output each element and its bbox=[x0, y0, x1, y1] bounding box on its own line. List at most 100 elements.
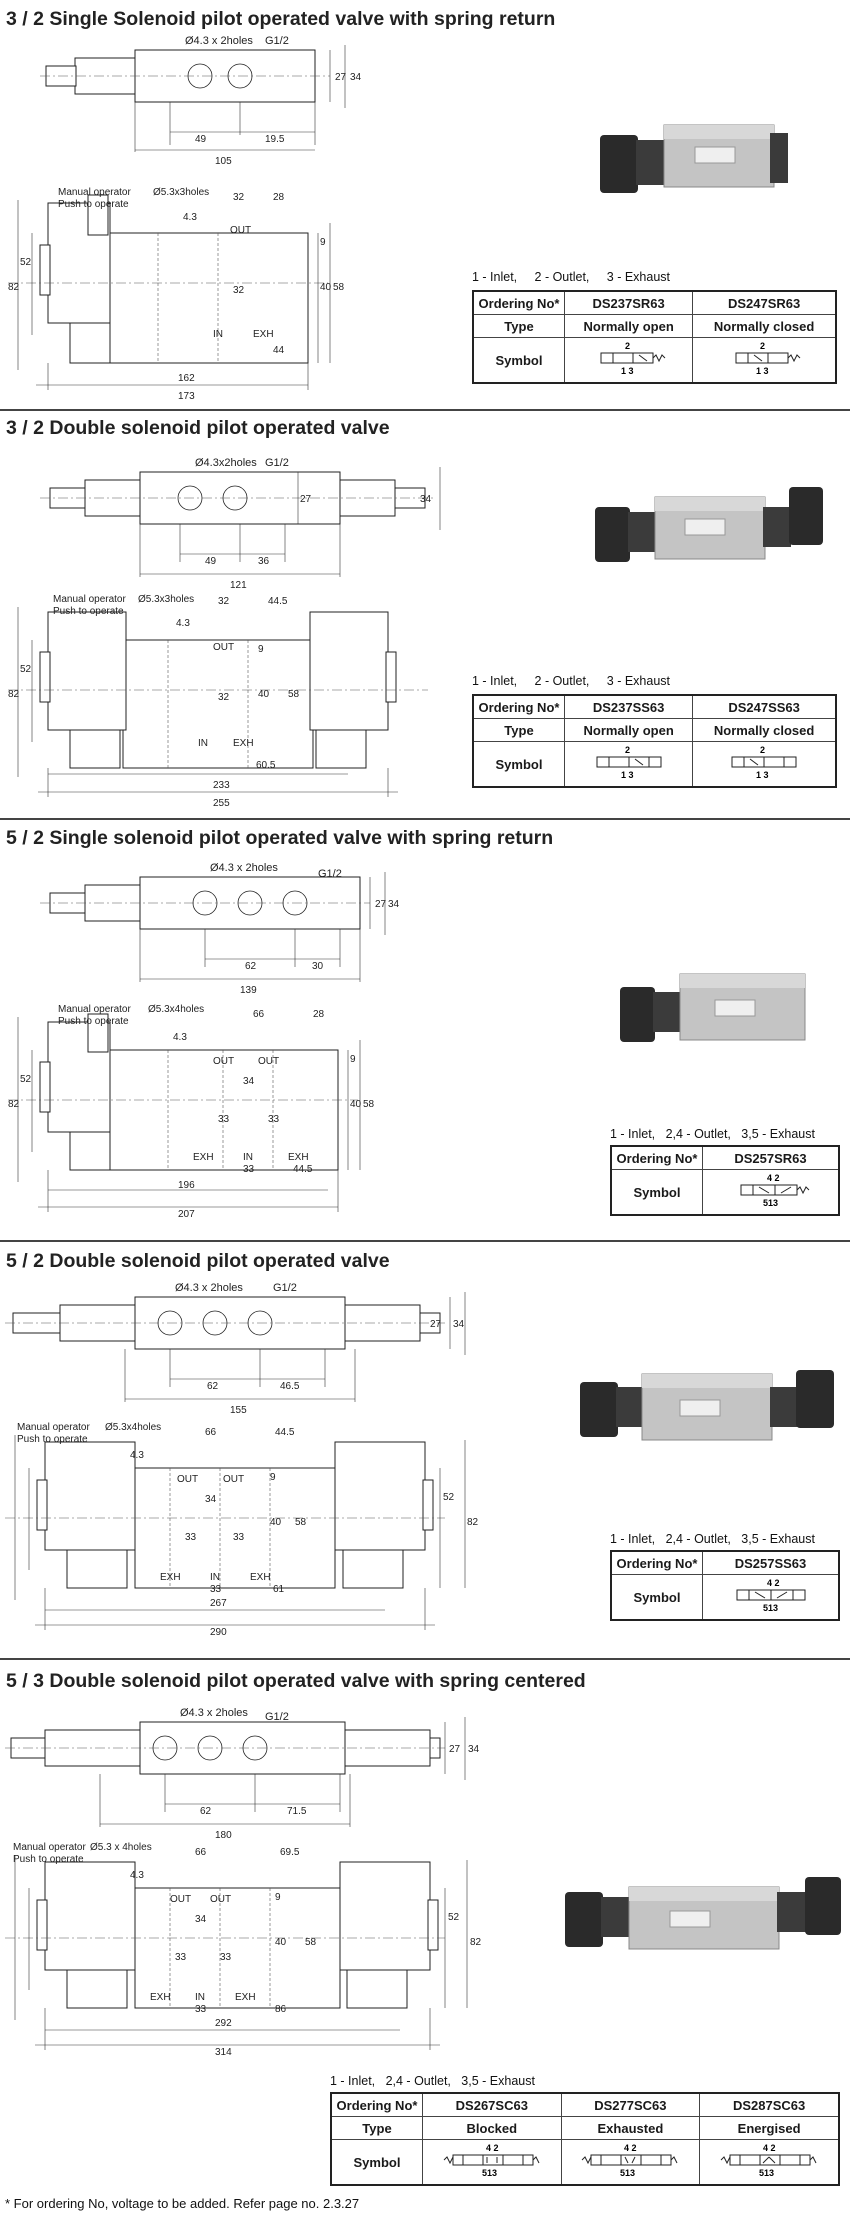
svg-text:513: 513 bbox=[763, 1603, 778, 1613]
svg-text:58: 58 bbox=[333, 282, 345, 293]
svg-text:52: 52 bbox=[20, 257, 32, 268]
svg-text:OUT: OUT bbox=[210, 1894, 231, 1905]
svg-text:33: 33 bbox=[243, 1164, 255, 1175]
svg-text:9: 9 bbox=[320, 237, 326, 248]
svg-text:82: 82 bbox=[467, 1517, 479, 1528]
svg-text:Ø5.3x3holes: Ø5.3x3holes bbox=[138, 594, 194, 605]
svg-text:Ø5.3 x 4holes: Ø5.3 x 4holes bbox=[90, 1842, 152, 1853]
svg-text:4.3: 4.3 bbox=[183, 212, 197, 223]
svg-text:513: 513 bbox=[763, 1198, 778, 1208]
svg-text:1 3: 1 3 bbox=[756, 366, 769, 376]
svg-text:196: 196 bbox=[178, 1180, 195, 1191]
svg-text:IN: IN bbox=[213, 329, 223, 340]
svg-text:58: 58 bbox=[363, 1099, 375, 1110]
svg-text:4.3: 4.3 bbox=[176, 618, 190, 629]
svg-text:40: 40 bbox=[350, 1099, 362, 1110]
svg-text:255: 255 bbox=[213, 798, 230, 809]
svg-text:OUT: OUT bbox=[223, 1474, 244, 1485]
svg-text:162: 162 bbox=[178, 373, 195, 384]
svg-text:EXH: EXH bbox=[150, 1992, 171, 2003]
svg-text:IN: IN bbox=[198, 738, 208, 749]
svg-text:Push to operate: Push to operate bbox=[58, 199, 129, 210]
svg-text:34: 34 bbox=[420, 494, 432, 505]
valve-symbol: 2 1 3 bbox=[692, 741, 837, 788]
svg-text:34: 34 bbox=[453, 1319, 465, 1330]
svg-text:1 3: 1 3 bbox=[621, 366, 634, 376]
svg-text:66: 66 bbox=[253, 1009, 265, 1020]
svg-text:44.5: 44.5 bbox=[268, 596, 288, 607]
svg-text:OUT: OUT bbox=[213, 642, 234, 653]
svg-text:G1/2: G1/2 bbox=[273, 1282, 297, 1294]
svg-text:180: 180 bbox=[215, 1830, 232, 1841]
svg-text:40: 40 bbox=[270, 1517, 282, 1528]
svg-text:52: 52 bbox=[448, 1912, 460, 1923]
svg-text:G1/2: G1/2 bbox=[265, 457, 289, 469]
svg-text:Push to operate: Push to operate bbox=[53, 606, 124, 617]
svg-text:52: 52 bbox=[20, 1074, 32, 1085]
svg-text:69.5: 69.5 bbox=[280, 1847, 300, 1858]
svg-text:Ø4.3 x 2holes: Ø4.3 x 2holes bbox=[175, 1282, 243, 1294]
svg-text:4.3: 4.3 bbox=[173, 1032, 187, 1043]
valve-symbol: 4 2 513 bbox=[702, 1574, 840, 1621]
svg-text:Ø5.3x4holes: Ø5.3x4holes bbox=[105, 1422, 161, 1433]
valve-symbol: 4 2 513 bbox=[699, 2139, 840, 2186]
svg-text:32: 32 bbox=[218, 596, 230, 607]
svg-text:121: 121 bbox=[230, 580, 247, 591]
svg-text:33: 33 bbox=[210, 1584, 222, 1595]
svg-text:139: 139 bbox=[240, 985, 257, 996]
svg-text:9: 9 bbox=[258, 644, 264, 655]
valve-photo bbox=[595, 487, 823, 562]
svg-text:28: 28 bbox=[313, 1009, 325, 1020]
valve-symbol: 2 1 3 bbox=[563, 337, 694, 384]
svg-text:82: 82 bbox=[8, 282, 20, 293]
svg-text:4 2: 4 2 bbox=[486, 2143, 499, 2153]
svg-text:EXH: EXH bbox=[253, 329, 274, 340]
svg-text:62: 62 bbox=[245, 961, 257, 972]
svg-text:27: 27 bbox=[300, 494, 312, 505]
svg-text:292: 292 bbox=[215, 2018, 232, 2029]
valve-photo bbox=[620, 973, 806, 1042]
section-divider bbox=[0, 409, 850, 411]
ordering-table: Ordering No* DS267SC63 DS277SC63 DS287SC… bbox=[330, 2092, 840, 2186]
svg-text:82: 82 bbox=[470, 1937, 482, 1948]
valve-symbol: 4 2 513 bbox=[560, 2139, 701, 2186]
svg-text:40: 40 bbox=[320, 282, 332, 293]
svg-text:33: 33 bbox=[268, 1114, 280, 1125]
svg-text:44: 44 bbox=[273, 345, 285, 356]
svg-text:27: 27 bbox=[449, 1744, 461, 1755]
svg-text:33: 33 bbox=[185, 1532, 197, 1543]
svg-text:33: 33 bbox=[218, 1114, 230, 1125]
svg-text:EXH: EXH bbox=[250, 1572, 271, 1583]
svg-text:Manual operator: Manual operator bbox=[13, 1842, 86, 1853]
svg-text:Manual operator: Manual operator bbox=[17, 1422, 90, 1433]
section-divider bbox=[0, 1658, 850, 1660]
svg-text:4 2: 4 2 bbox=[767, 1578, 780, 1588]
svg-text:9: 9 bbox=[275, 1892, 281, 1903]
section-title: 3 / 2 Single Solenoid pilot operated val… bbox=[6, 8, 556, 30]
section-3-2-double-solenoid: 3 / 2 Double solenoid pilot operated val… bbox=[0, 412, 850, 822]
svg-text:G1/2: G1/2 bbox=[318, 868, 342, 880]
svg-text:33: 33 bbox=[233, 1532, 245, 1543]
svg-text:2: 2 bbox=[625, 745, 630, 755]
front-view-drawing: Manual operator Push to operate Ø5.3 x 4… bbox=[5, 1842, 482, 2058]
svg-text:34: 34 bbox=[468, 1744, 480, 1755]
svg-text:27: 27 bbox=[335, 72, 347, 83]
svg-text:OUT: OUT bbox=[170, 1894, 191, 1905]
svg-text:71.5: 71.5 bbox=[287, 1806, 307, 1817]
svg-text:36: 36 bbox=[258, 556, 270, 567]
svg-text:1 3: 1 3 bbox=[621, 770, 634, 780]
svg-text:66: 66 bbox=[205, 1427, 217, 1438]
valve-symbol: 2 1 3 bbox=[563, 741, 694, 788]
svg-text:34: 34 bbox=[195, 1914, 207, 1925]
svg-text:34: 34 bbox=[205, 1494, 217, 1505]
valve-symbol: 2 1 3 bbox=[692, 337, 837, 384]
section-title: 5 / 2 Single solenoid pilot operated val… bbox=[6, 827, 554, 849]
svg-text:27: 27 bbox=[375, 899, 387, 910]
svg-text:33: 33 bbox=[220, 1952, 232, 1963]
svg-text:155: 155 bbox=[230, 1405, 247, 1416]
holes-label: Ø4.3 x 2holes bbox=[185, 35, 253, 47]
svg-text:52: 52 bbox=[20, 664, 32, 675]
ordering-table: Ordering No* DS237SS63 DS247SS63 Type No… bbox=[472, 694, 837, 788]
svg-text:Ø4.3 x 2holes: Ø4.3 x 2holes bbox=[180, 1707, 248, 1719]
svg-text:82: 82 bbox=[8, 689, 20, 700]
